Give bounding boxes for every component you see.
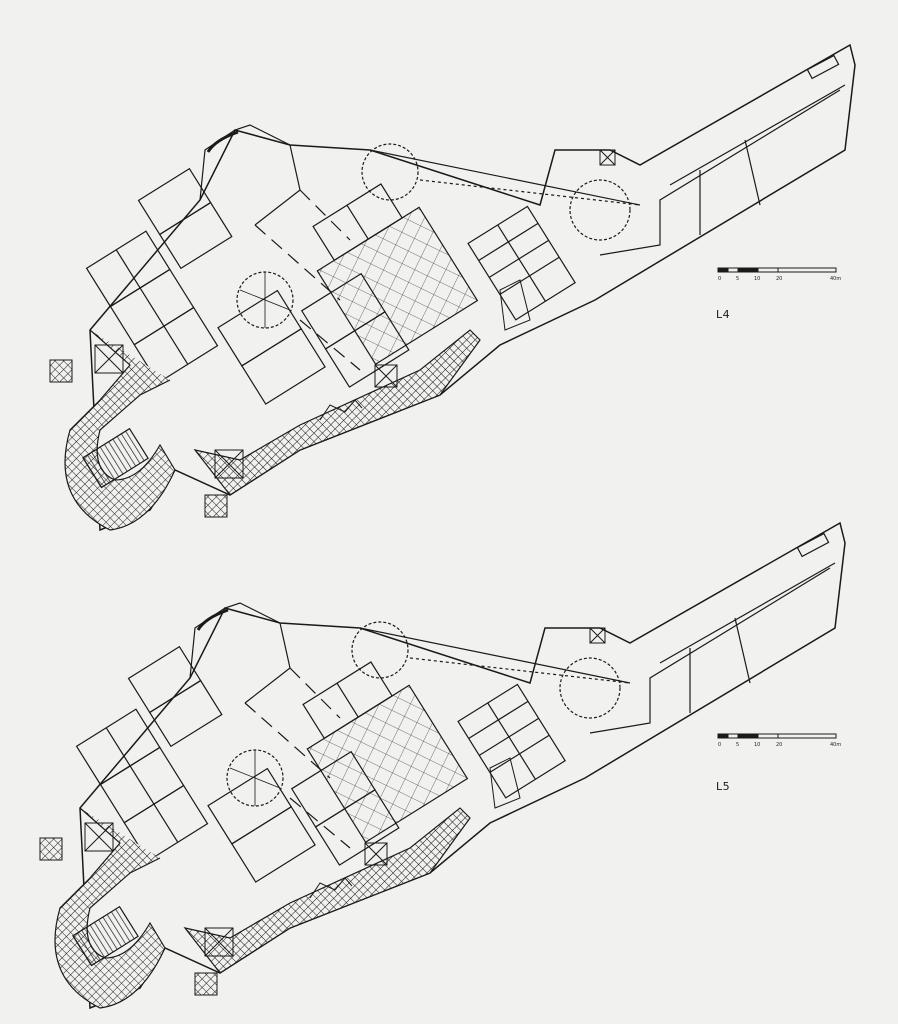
- plan-label-level-4: L4: [716, 308, 731, 321]
- scale-tick: 5: [736, 742, 739, 748]
- scale-tick: 20: [776, 742, 782, 748]
- scale-bar-level-4: 0 5 10 20 40m: [717, 267, 841, 282]
- scale-tick: 10: [754, 276, 760, 282]
- scale-tick: 5: [736, 276, 739, 282]
- scale-tick: 40m: [830, 276, 841, 282]
- floor-plan-level-5: [38, 521, 847, 1010]
- scale-tick: 0: [718, 276, 721, 282]
- floor-plan-level-4: [48, 43, 857, 532]
- scale-tick: 40m: [830, 742, 841, 748]
- scale-tick: 0: [718, 742, 721, 748]
- plan-label-level-5: L5: [716, 780, 731, 793]
- scale-bar-level-5: 0 5 10 20 40m: [717, 733, 841, 748]
- scale-tick: 20: [776, 276, 782, 282]
- scale-tick: 10: [754, 742, 760, 748]
